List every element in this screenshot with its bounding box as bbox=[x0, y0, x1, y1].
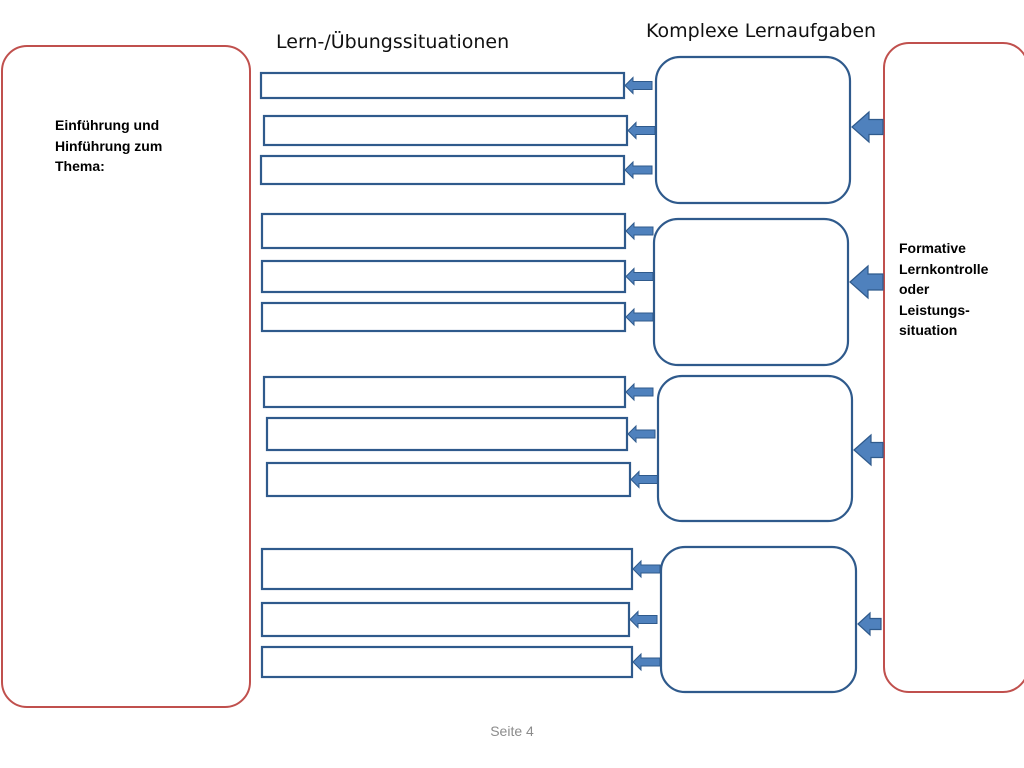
learning-situation-box bbox=[259, 154, 626, 186]
assessment-text: Formative Lernkontrolle oder Leistungs- … bbox=[899, 238, 988, 341]
situation-arrow bbox=[624, 76, 653, 95]
learning-situation-box bbox=[259, 71, 626, 100]
learning-situation-box bbox=[262, 114, 629, 147]
situation-arrow bbox=[625, 267, 654, 286]
learning-situation-box bbox=[260, 301, 627, 333]
introduction-text: Einführung und Hinführung zum Thema: bbox=[55, 115, 162, 177]
assessment-line: situation bbox=[899, 322, 958, 338]
introduction-line: Thema: bbox=[55, 158, 105, 174]
complex-task-box bbox=[656, 374, 854, 523]
situation-arrow bbox=[632, 652, 661, 672]
introduction-line: Hinführung zum bbox=[55, 137, 163, 154]
learning-situation-box bbox=[260, 259, 627, 294]
learning-situation-box bbox=[260, 645, 634, 679]
situation-arrow bbox=[630, 470, 659, 489]
complex-task-box bbox=[652, 217, 850, 367]
assessment-line: Lernkontrolle bbox=[899, 260, 989, 277]
learning-situation-box bbox=[260, 212, 627, 250]
complex-task-box bbox=[659, 545, 858, 694]
learning-situation-box bbox=[265, 461, 632, 498]
assessment-arrow bbox=[851, 110, 884, 144]
introduction-panel: Einführung und Hinführung zum Thema: bbox=[1, 45, 251, 708]
situation-arrow bbox=[627, 121, 656, 140]
heading-complex-tasks: Komplexe Lernaufgaben bbox=[646, 20, 877, 42]
learning-situation-box bbox=[265, 416, 629, 452]
situation-arrow bbox=[629, 610, 658, 629]
assessment-arrow bbox=[853, 433, 884, 467]
assessment-panel: Formative Lernkontrolle oder Leistungs- … bbox=[883, 42, 1024, 693]
situation-arrow bbox=[627, 424, 656, 444]
situation-arrow bbox=[625, 221, 654, 241]
assessment-line: Leistungs- bbox=[899, 301, 970, 318]
situation-arrow bbox=[625, 382, 654, 402]
assessment-line: oder bbox=[899, 281, 930, 297]
page-number: Seite 4 bbox=[490, 723, 534, 739]
assessment-arrow bbox=[849, 264, 884, 300]
assessment-line: Formative bbox=[899, 240, 966, 256]
situation-arrow bbox=[624, 160, 653, 180]
learning-situation-box bbox=[262, 375, 627, 409]
introduction-line: Einführung und bbox=[55, 117, 160, 133]
complex-task-box bbox=[654, 55, 852, 205]
learning-situation-box bbox=[260, 601, 631, 638]
learning-situation-box bbox=[260, 547, 634, 591]
heading-learning-situations: Lern-/Übungssituationen bbox=[276, 31, 510, 53]
situation-arrow bbox=[632, 559, 661, 579]
situation-arrow bbox=[625, 307, 654, 327]
assessment-arrow bbox=[857, 611, 882, 637]
